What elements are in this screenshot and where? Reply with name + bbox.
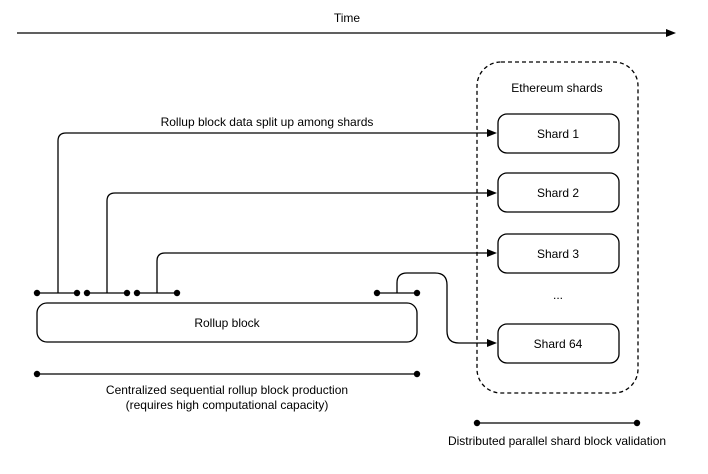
connector-shard-1 <box>57 129 497 293</box>
time-label: Time <box>334 11 361 25</box>
rollup-data-segments <box>33 289 421 297</box>
shard-1-box <box>497 113 620 154</box>
shard-1-label: Shard 1 <box>537 127 579 141</box>
segment-endpoint-dot <box>413 289 421 297</box>
connector-shard-2 <box>106 189 497 293</box>
connector-shard-3 <box>156 249 497 293</box>
split-caption: Rollup block data split up among shards <box>161 115 374 129</box>
shard-3-label: Shard 3 <box>537 247 579 261</box>
span-endpoint-dot <box>33 370 41 378</box>
span-endpoint-dot <box>473 419 481 427</box>
segment-endpoint-dot <box>73 289 81 297</box>
rollup-block-label: Rollup block <box>194 316 260 330</box>
segment-endpoint-dot <box>33 289 41 297</box>
ethereum-shards-panel: Ethereum shards Shard 1 Shard 2 Shard 3 … <box>476 61 639 394</box>
shard-2-label: Shard 2 <box>537 186 579 200</box>
shard-64-label: Shard 64 <box>534 337 583 351</box>
segment-endpoint-dot <box>373 289 381 297</box>
validation-caption: Distributed parallel shard block validat… <box>448 434 666 448</box>
span-endpoint-dot <box>633 419 641 427</box>
segment-endpoint-dot <box>123 289 131 297</box>
span-endpoint-dot <box>413 370 421 378</box>
connector-shard-64 <box>396 272 497 347</box>
segment-endpoint-dot <box>133 289 141 297</box>
segment-endpoint-dot <box>83 289 91 297</box>
production-span: Centralized sequential rollup block prod… <box>33 370 421 412</box>
time-axis: Time <box>17 11 676 37</box>
segment-endpoint-dot <box>173 289 181 297</box>
shard-3-box <box>497 233 620 274</box>
ethereum-shards-title: Ethereum shards <box>511 81 602 95</box>
ethereum-shards-container <box>476 61 639 394</box>
rollup-block: Rollup block <box>36 302 418 343</box>
production-caption-line1: Centralized sequential rollup block prod… <box>106 383 348 397</box>
shards-ellipsis: ... <box>553 288 563 302</box>
shard-64-box <box>497 323 620 364</box>
production-caption-line2: (requires high computational capacity) <box>126 398 329 412</box>
shard-2-box <box>497 172 620 213</box>
validation-span: Distributed parallel shard block validat… <box>448 419 666 448</box>
shard-connectors <box>57 129 497 347</box>
rollup-block-box <box>36 302 418 343</box>
